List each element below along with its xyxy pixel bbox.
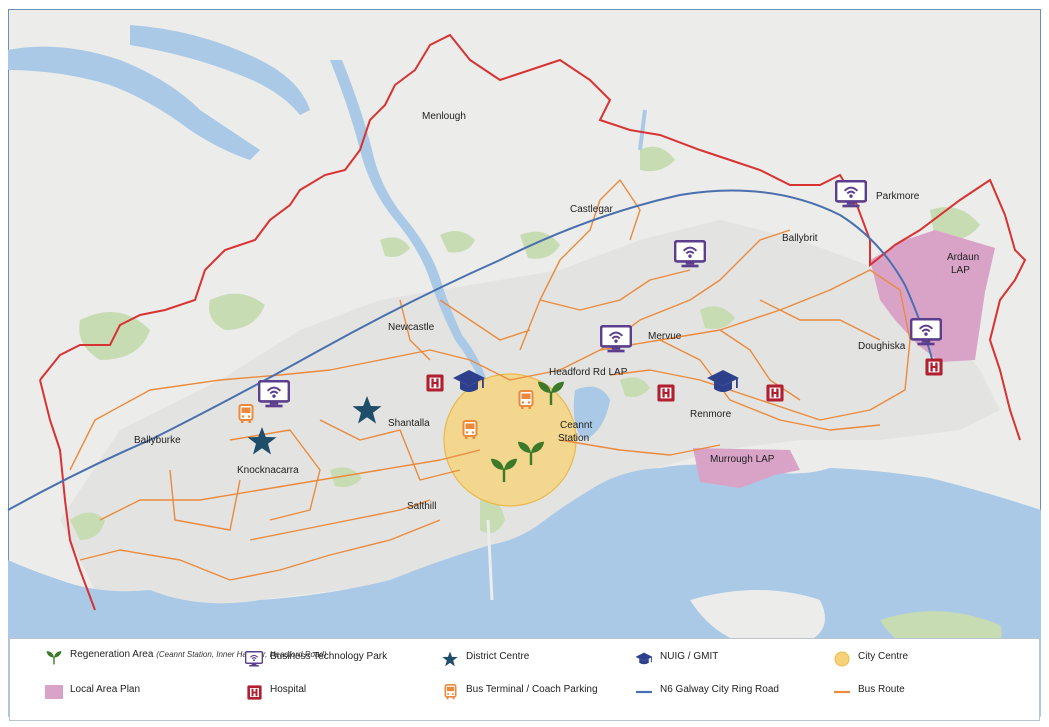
- legend-bus-route-label: Bus Route: [858, 684, 905, 695]
- ardaun-lap: [870, 230, 995, 362]
- legend-tech-park: Business Technology Park: [244, 651, 387, 667]
- label-ballyburke: Ballyburke: [134, 435, 181, 446]
- pink-square-icon: [44, 684, 64, 700]
- label-headford: Headford Rd LAP: [549, 367, 628, 378]
- legend-city-centre-label: City Centre: [858, 651, 909, 662]
- label-doughiska: Doughiska: [858, 341, 906, 352]
- hospital-icon-merlin: [657, 384, 675, 402]
- legend-ring-road: N6 Galway City Ring Road: [634, 684, 779, 700]
- label-newcastle: Newcastle: [388, 322, 435, 333]
- bus-routes: [69, 179, 911, 581]
- bus-terminal-icon-2: [462, 420, 478, 440]
- wifi-monitor-icon: [244, 651, 264, 667]
- river-corrib: [330, 60, 486, 380]
- legend-regeneration: Regeneration Area (Ceannt Station, Inner…: [44, 649, 327, 665]
- label-ballybrit: Ballybrit: [782, 233, 818, 244]
- bus-terminal-icon-3: [518, 390, 534, 410]
- label-knocknacarra: Knocknacarra: [237, 465, 299, 476]
- legend-district: District Centre: [440, 651, 529, 667]
- legend-lap: Local Area Plan: [44, 684, 140, 700]
- legend-hospital: Hospital: [244, 684, 306, 700]
- star-icon: [440, 651, 460, 667]
- legend-hospital-label: Hospital: [270, 684, 307, 695]
- legend-tech-park-label: Business Technology Park: [270, 651, 388, 662]
- label-parkmore: Parkmore: [876, 191, 920, 202]
- legend-lap-label: Local Area Plan: [70, 684, 141, 695]
- hospital-icon-newcastle: [426, 374, 444, 392]
- hospital-icon: [244, 684, 264, 700]
- map-legend: Regeneration Area (Ceannt Station, Inner…: [9, 638, 1040, 721]
- city-centre-circle: [443, 373, 577, 507]
- city-boundary: [39, 33, 1027, 441]
- legend-district-label: District Centre: [466, 651, 530, 662]
- legend-ring-road-label: N6 Galway City Ring Road: [660, 684, 779, 695]
- label-renmore: Renmore: [690, 409, 732, 420]
- hospital-icon-renmore: [766, 384, 784, 402]
- orange-line-icon: [832, 684, 852, 700]
- murrough-lap: [693, 448, 800, 488]
- label-murrough: Murrough LAP: [710, 454, 775, 465]
- legend-bus-route: Bus Route: [832, 684, 905, 700]
- legend-regeneration-label: Regeneration Area: [70, 649, 154, 660]
- legend-city-centre: City Centre: [832, 651, 908, 667]
- legend-university-label: NUIG / GMIT: [660, 651, 719, 662]
- hospital-icon-doughiska: [925, 358, 943, 376]
- label-salthill: Salthill: [407, 501, 436, 512]
- label-mervue: Mervue: [648, 331, 682, 342]
- graduation-cap-icon: [634, 651, 654, 667]
- bus-icon: [440, 684, 460, 700]
- legend-bus-terminal-label: Bus Terminal / Coach Parking: [466, 684, 598, 695]
- label-menlough: Menlough: [422, 111, 466, 122]
- legend-university: NUIG / GMIT: [634, 651, 718, 667]
- sprout-icon: [44, 649, 64, 665]
- label-castlegar: Castlegar: [570, 204, 613, 215]
- bus-terminal-icon-1: [238, 404, 254, 424]
- circle-icon: [832, 651, 852, 667]
- label-shantalla: Shantalla: [388, 418, 430, 429]
- legend-bus-terminal: Bus Terminal / Coach Parking: [440, 684, 598, 700]
- legend-regeneration-note: (Ceannt Station, Inner Harbour, Headford…: [156, 650, 327, 659]
- n6-ring-road: [7, 189, 936, 511]
- place-labels: Menlough Castlegar Parkmore Ballybrit Ar…: [134, 111, 979, 512]
- blue-line-icon: [634, 684, 654, 700]
